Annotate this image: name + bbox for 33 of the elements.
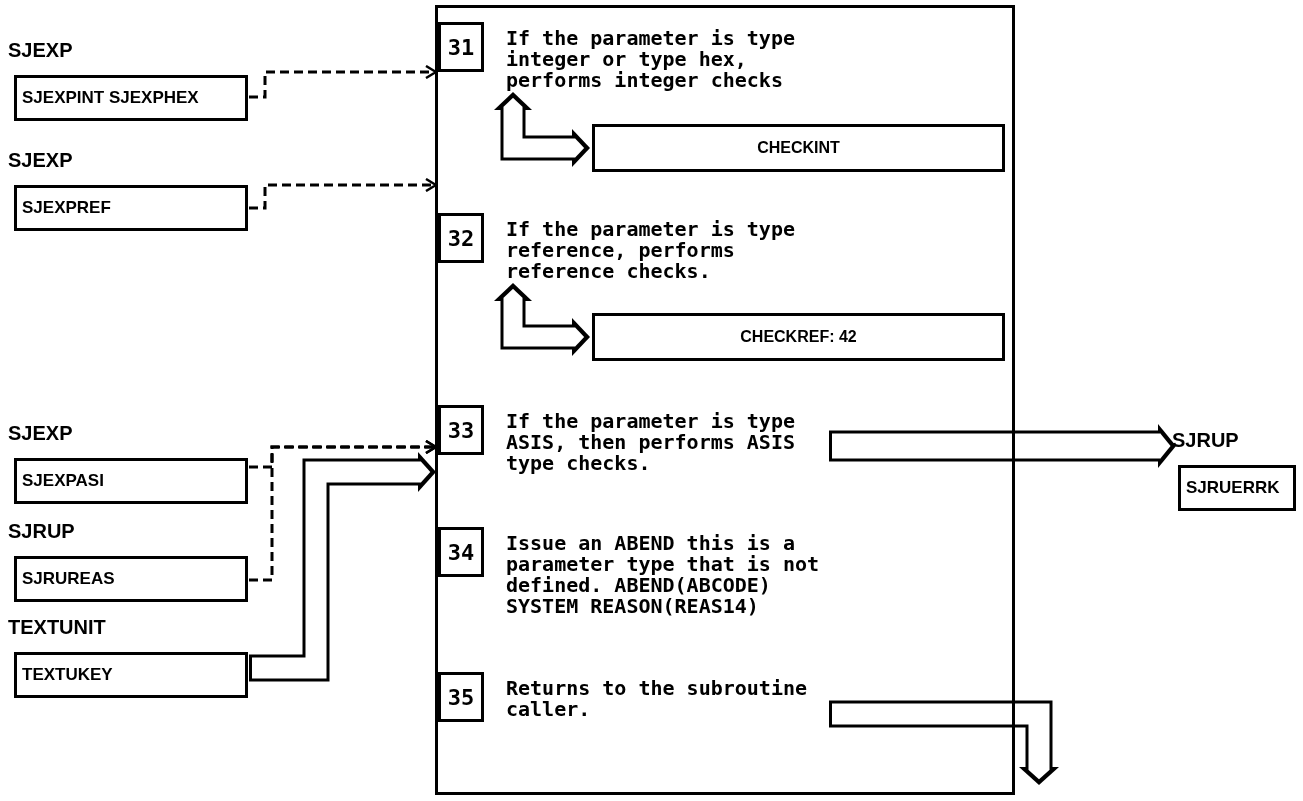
data-box: SJRUERRK xyxy=(1178,465,1296,511)
data-area-label: SJEXP xyxy=(8,148,73,172)
process-box xyxy=(435,5,1015,795)
step-description: Issue an ABEND this is a parameter type that is not defined. ABEND(ABCODE) SYSTEM REASON(REAS14) xyxy=(506,533,821,617)
wide-arrow xyxy=(249,452,436,682)
data-area-label: SJEXP xyxy=(8,38,73,62)
data-area-label: SJRUP xyxy=(8,519,75,543)
step-description: Returns to the subroutine caller. xyxy=(506,678,809,720)
step-number: 32 xyxy=(438,213,484,263)
data-area-label: SJRUP xyxy=(1172,428,1239,452)
step-description: If the parameter is type reference, performs reference checks. xyxy=(506,219,796,282)
data-box: SJEXPINT SJEXPHEX xyxy=(14,75,248,121)
step-description: If the parameter is type ASIS, then performs ASIS type checks. xyxy=(506,411,796,474)
data-box: SJEXPASI xyxy=(14,458,248,504)
data-box: SJRUREAS xyxy=(14,556,248,602)
step-description: If the parameter is type integer or type hex, performs integer checks xyxy=(506,28,796,91)
dashed-arrow xyxy=(249,439,438,582)
step-number: 33 xyxy=(438,405,484,455)
data-box: SJEXPREF xyxy=(14,185,248,231)
wide-arrow xyxy=(494,283,590,356)
data-area-label: TEXTUNIT xyxy=(8,615,106,639)
step-number: 35 xyxy=(438,672,484,722)
data-box: TEXTUKEY xyxy=(14,652,248,698)
wide-arrow xyxy=(494,92,590,167)
module-box: CHECKINT xyxy=(592,124,1005,172)
step-number: 31 xyxy=(438,22,484,72)
wide-arrow xyxy=(829,424,1176,468)
module-box: CHECKREF: 42 xyxy=(592,313,1005,361)
dashed-arrow xyxy=(249,177,438,210)
data-area-label: SJEXP xyxy=(8,421,73,445)
step-number: 34 xyxy=(438,527,484,577)
dashed-arrow xyxy=(249,64,438,99)
wide-arrow xyxy=(829,700,1059,785)
